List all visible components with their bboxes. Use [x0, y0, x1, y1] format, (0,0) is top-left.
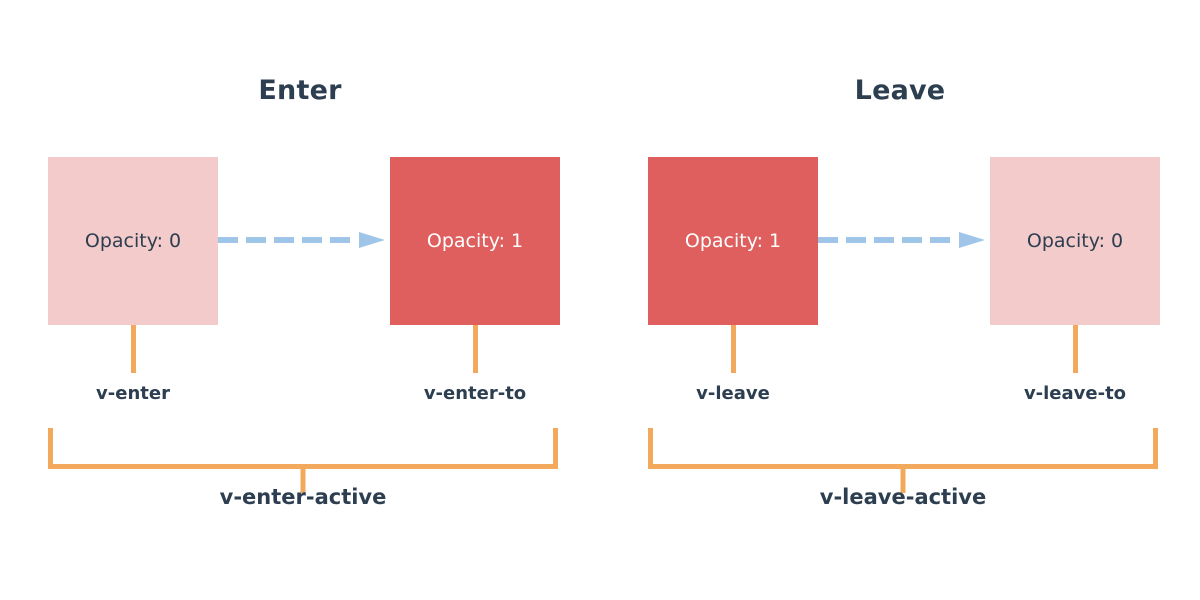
dashed-arrow-right-icon	[218, 232, 390, 248]
bracket-stem-enter	[300, 469, 306, 493]
class-label-v-enter: v-enter	[96, 383, 170, 404]
arrow-line	[818, 237, 954, 243]
panel-title-leave: Leave	[854, 75, 946, 106]
arrow-line	[218, 237, 354, 243]
bracket-bar	[48, 464, 558, 469]
bracket-tick-right	[553, 428, 558, 469]
state-box-v-leave: Opacity: 1	[648, 157, 818, 325]
dashed-arrow-right-icon	[818, 232, 990, 248]
arrow-head	[359, 232, 385, 248]
state-box-label: Opacity: 1	[684, 230, 782, 252]
class-label-v-enter-active: v-enter-active	[219, 485, 387, 509]
bracket-tick-left	[48, 428, 53, 469]
state-box-label: Opacity: 1	[426, 230, 524, 252]
active-bracket-enter	[48, 428, 558, 469]
bracket-bar	[648, 464, 1158, 469]
transition-panel-enter: Enter Opacity: 0 Opacity: 1 v-enter v-en…	[48, 75, 560, 509]
state-box-label: Opacity: 0	[1026, 230, 1124, 252]
class-label-v-leave: v-leave	[696, 383, 770, 404]
state-box-v-enter-to: Opacity: 1	[390, 157, 560, 325]
bracket-stem-leave	[900, 469, 906, 493]
class-label-v-leave-active: v-leave-active	[819, 485, 987, 509]
panel-title-enter: Enter	[258, 75, 342, 106]
bracket-tick-left	[648, 428, 653, 469]
connector-stem-v-leave	[731, 325, 736, 373]
connector-stem-v-enter-to	[473, 325, 478, 373]
bracket-tick-right	[1153, 428, 1158, 469]
connector-stem-v-enter	[131, 325, 136, 373]
connector-stem-v-leave-to	[1073, 325, 1078, 373]
class-label-v-leave-to: v-leave-to	[1023, 383, 1127, 404]
class-label-v-enter-to: v-enter-to	[423, 383, 527, 404]
transition-panel-leave: Leave Opacity: 1 Opacity: 0 v-leave v-le…	[600, 0, 1200, 600]
state-box-label: Opacity: 0	[84, 230, 182, 252]
state-box-v-enter: Opacity: 0	[48, 157, 218, 325]
state-box-v-leave-to: Opacity: 0	[990, 157, 1160, 325]
arrow-head	[959, 232, 985, 248]
active-bracket-leave	[648, 428, 1158, 469]
